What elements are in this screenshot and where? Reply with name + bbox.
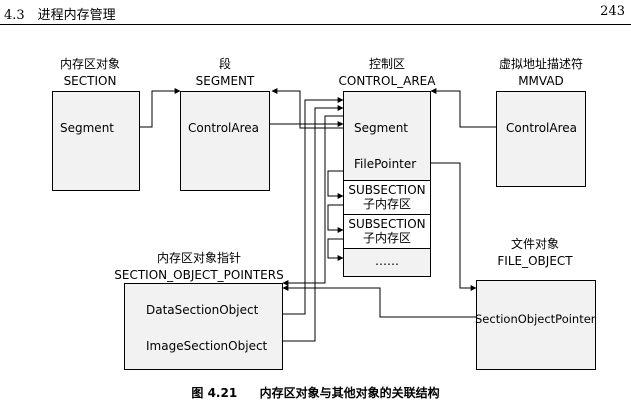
control-area-title-en: CONTROL_AREA	[338, 74, 436, 88]
pointers-box: DataSectionObject ImageSectionObject	[124, 283, 283, 370]
mmvad-box: ControlArea	[496, 91, 586, 187]
section-header: 4.3 进程内存管理	[4, 8, 116, 23]
header-rule	[0, 24, 631, 25]
subsection-1-label-cn: 子内存区	[362, 197, 411, 211]
figure-caption-text: 内存区对象与其他对象的关联结构	[259, 386, 440, 400]
control-area-box: Segment FilePointer SUBSECTION 子内存区 SUBS…	[343, 91, 431, 277]
pointers-field-image-section: ImageSectionObject	[146, 339, 268, 353]
segment-title-en: SEGMENT	[195, 74, 255, 88]
arrow-control-area-to-subsection-1	[327, 170, 344, 199]
file-object-title-en: FILE_OBJECT	[497, 254, 573, 268]
figure-number: 图 4.21	[191, 386, 238, 400]
arrow-image-section-to-control-area	[283, 105, 344, 342]
mmvad-title-cn: 虚拟地址描述符	[498, 57, 583, 71]
arrow-data-section-to-control-area	[283, 97, 344, 315]
section-field-segment: Segment	[60, 121, 114, 135]
segment-field-control-area: ControlArea	[188, 121, 259, 135]
arrow-file-object-to-pointers	[282, 285, 476, 318]
figure-caption: 图 4.21 内存区对象与其他对象的关联结构	[0, 384, 631, 401]
subsection-2: SUBSECTION 子内存区	[344, 214, 430, 248]
file-object-field-section-object-pointer: SectionObjectPointer	[475, 312, 596, 326]
subsection-1: SUBSECTION 子内存区	[344, 180, 430, 214]
segment-box: ControlArea	[180, 91, 270, 191]
arrow-control-area-to-pointers	[282, 115, 343, 286]
page-number: 243	[600, 4, 625, 19]
subsection-1-label-en: SUBSECTION	[348, 183, 426, 197]
mmvad-field-control-area: ControlArea	[506, 121, 577, 135]
segment-title-cn: 段	[218, 57, 231, 71]
subsection-2-label-cn: 子内存区	[362, 231, 411, 245]
pointers-title-cn: 内存区对象指针	[156, 251, 241, 265]
pointers-field-data-section: DataSectionObject	[146, 303, 259, 317]
arrow-section-to-segment	[140, 88, 181, 128]
section-box: Segment	[52, 91, 140, 191]
subsection-2-label-en: SUBSECTION	[348, 217, 426, 231]
file-object-box: SectionObjectPointer	[475, 280, 596, 370]
mmvad-title-en: MMVAD	[518, 74, 564, 88]
section-title-en: SECTION	[63, 74, 117, 88]
control-area-field-file-pointer: FilePointer	[354, 157, 417, 171]
subsection-ellipsis: ……	[344, 248, 430, 276]
arrow-file-pointer-to-file-object	[431, 162, 477, 291]
section-title-cn: 内存区对象	[59, 57, 120, 71]
file-object-title-cn: 文件对象	[510, 237, 559, 251]
control-area-title-cn: 控制区	[368, 57, 405, 71]
control-area-field-segment: Segment	[354, 121, 408, 135]
arrow-subsection-1-to-subsection-2	[327, 204, 344, 233]
arrow-subsection-2-to-next	[327, 238, 344, 261]
arrow-control-area-to-segment	[271, 88, 343, 129]
arrow-mmvad-to-control-area	[430, 88, 496, 128]
pointers-title-en: SECTION_OBJECT_POINTERS	[114, 268, 284, 282]
